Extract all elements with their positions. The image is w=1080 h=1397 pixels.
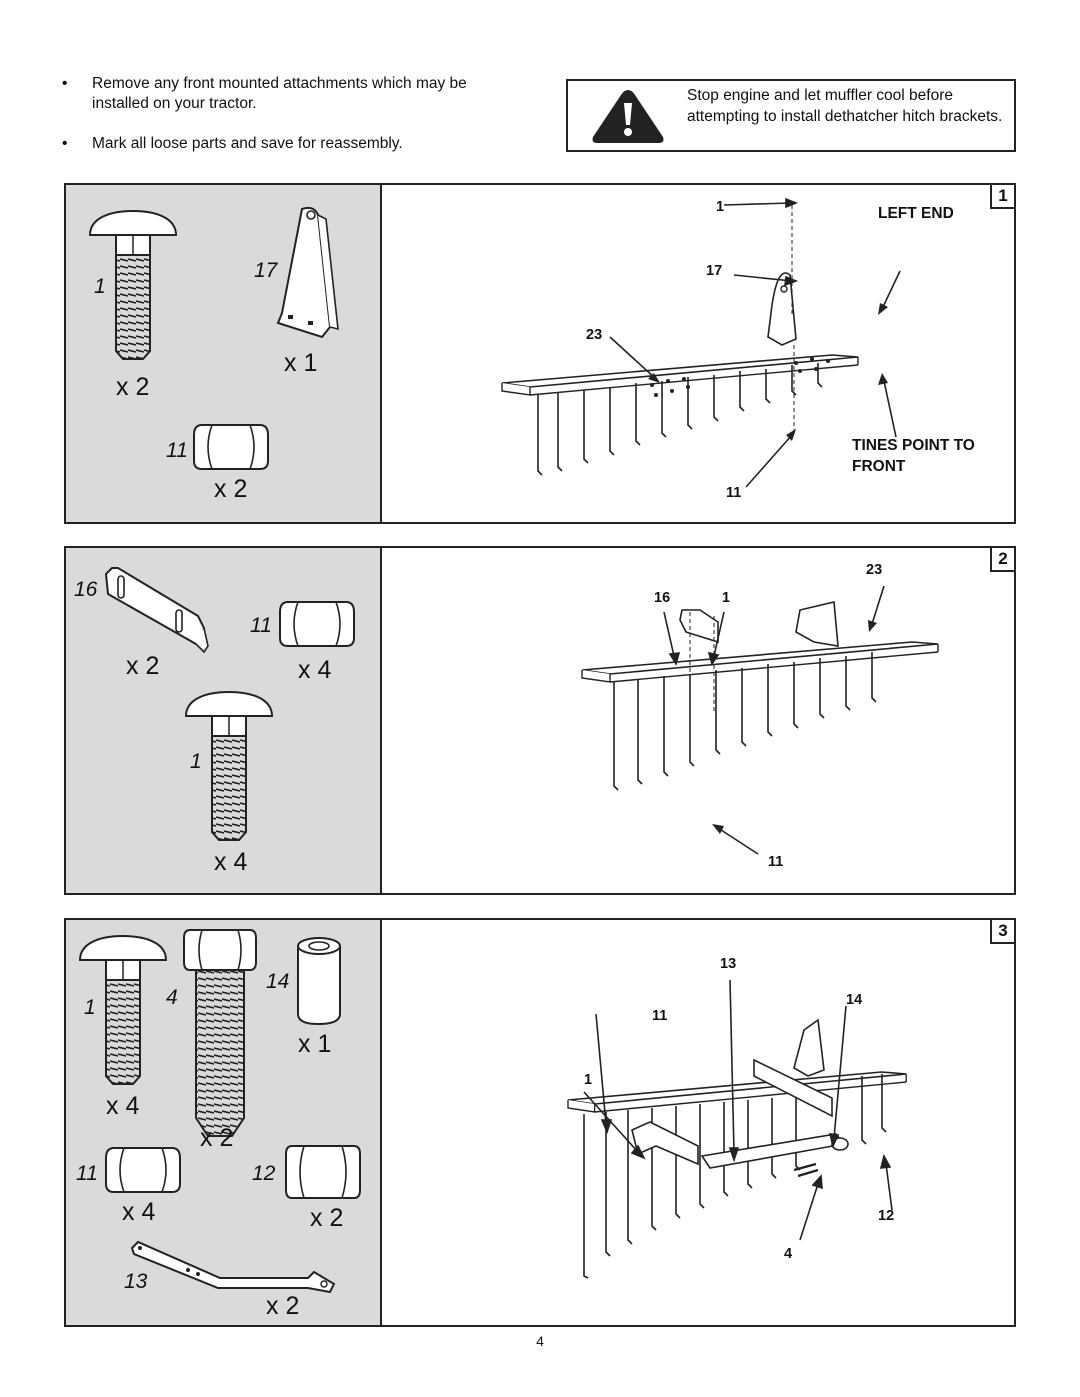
part-callout: 13 (720, 956, 737, 972)
step-1-diagram: 1 17 23 11 LEFT END TINES POINT TO FRONT (382, 185, 1014, 522)
callout-arrow (663, 611, 725, 667)
part-quantity: x 2 (214, 475, 248, 503)
part-quantity: x 4 (298, 656, 332, 684)
part-number: 16 (74, 578, 98, 601)
part-callout: 1 (722, 590, 731, 606)
hex-bolt-icon (183, 929, 257, 1137)
hex-nut-icon (193, 424, 269, 470)
part-callout: 1 (716, 199, 725, 215)
part-quantity: x 4 (214, 848, 248, 876)
bullet-symbol: • (62, 135, 68, 152)
instruction-text: Mark all loose parts and save for reasse… (92, 135, 403, 152)
callout-arrow (745, 429, 796, 488)
callout-arrow (583, 1013, 646, 1160)
step-1-parts-list: 1 x 2 17 x 1 11 x 2 (66, 185, 382, 522)
warning-text: Stop engine and let muffler cool before … (687, 87, 1003, 125)
warning-triangle-icon (592, 90, 664, 143)
part-callout: 23 (866, 562, 883, 578)
tines-point-label: TINES POINT TO FRONT (852, 437, 975, 475)
part-number: 13 (124, 1270, 148, 1293)
part-callout: 4 (784, 1246, 793, 1262)
dethatcher-assembly-diagram (567, 1018, 908, 1279)
hex-nut-icon (279, 601, 355, 647)
part-quantity: x 4 (122, 1198, 156, 1226)
dethatcher-assembly-diagram (581, 601, 939, 791)
part-quantity: x 1 (298, 1030, 332, 1058)
part-number: 12 (252, 1162, 276, 1185)
spacer-tube-icon (297, 937, 341, 1026)
callout-arrow (728, 979, 847, 1163)
part-quantity: x 2 (310, 1204, 344, 1232)
callout-arrow (609, 336, 660, 383)
instruction-text: Remove any front mounted attachments whi… (92, 75, 467, 112)
part-callout: 23 (586, 327, 603, 343)
step-number: 2 (990, 546, 1016, 572)
left-end-label: LEFT END (878, 205, 954, 222)
part-quantity: x 2 (266, 1292, 300, 1320)
part-callout: 1 (584, 1072, 593, 1088)
mounting-plate-icon (104, 567, 209, 654)
lock-nut-icon (285, 1145, 361, 1199)
instruction-item: • Mark all loose parts and save for reas… (62, 134, 522, 154)
callout-arrow (712, 824, 759, 855)
part-number: 1 (94, 275, 106, 298)
step-2-panel: 16 x 2 11 x 4 1 x 4 (64, 546, 1016, 895)
callout-arrow (878, 373, 897, 438)
part-callout: 17 (706, 263, 723, 279)
callout-arrow (868, 585, 885, 632)
hitch-bar-icon (130, 1240, 336, 1294)
step-3-diagram: 13 14 11 1 12 4 (382, 920, 1014, 1325)
part-number: 14 (266, 970, 290, 993)
hitch-bracket-icon (276, 206, 339, 339)
part-callout: 11 (768, 854, 784, 870)
step-number: 3 (990, 918, 1016, 944)
part-number: 1 (190, 750, 202, 773)
part-callout: 11 (726, 485, 742, 501)
dethatcher-assembly-diagram (501, 205, 859, 476)
warning-box: Stop engine and let muffler cool before … (566, 79, 1016, 152)
step-3-panel: 1 x 4 4 x 2 14 x 1 11 x 4 12 x 2 (64, 918, 1016, 1327)
part-number: 4 (166, 986, 178, 1009)
part-callout: 12 (878, 1208, 895, 1224)
part-number: 11 (250, 614, 272, 637)
part-number: 11 (166, 439, 188, 462)
step-3-parts-list: 1 x 4 4 x 2 14 x 1 11 x 4 12 x 2 (66, 920, 382, 1325)
part-callout: 14 (846, 992, 863, 1008)
step-2-parts-list: 16 x 2 11 x 4 1 x 4 (66, 548, 382, 893)
part-callout: 16 (654, 590, 671, 606)
callout-arrow (878, 270, 901, 315)
callout-arrow (723, 197, 799, 287)
instruction-list: • Remove any front mounted attachments w… (62, 74, 522, 174)
instruction-item: • Remove any front mounted attachments w… (62, 74, 522, 114)
callout-arrow (799, 1153, 893, 1241)
part-number: 17 (254, 259, 278, 282)
part-quantity: x 2 (200, 1124, 234, 1152)
part-quantity: x 2 (126, 652, 160, 680)
part-number: 11 (76, 1162, 98, 1185)
hex-nut-icon (105, 1147, 181, 1193)
part-quantity: x 4 (106, 1092, 140, 1120)
step-1-panel: 1 x 2 17 x 1 11 x 2 (64, 183, 1016, 524)
page-number: 4 (536, 1333, 544, 1349)
step-2-diagram: 23 16 1 11 (382, 548, 1014, 893)
step-number: 1 (990, 183, 1016, 209)
part-number: 1 (84, 996, 96, 1019)
part-callout: 11 (652, 1008, 668, 1024)
part-quantity: x 1 (284, 349, 318, 377)
part-quantity: x 2 (116, 373, 150, 401)
bullet-symbol: • (62, 75, 68, 92)
